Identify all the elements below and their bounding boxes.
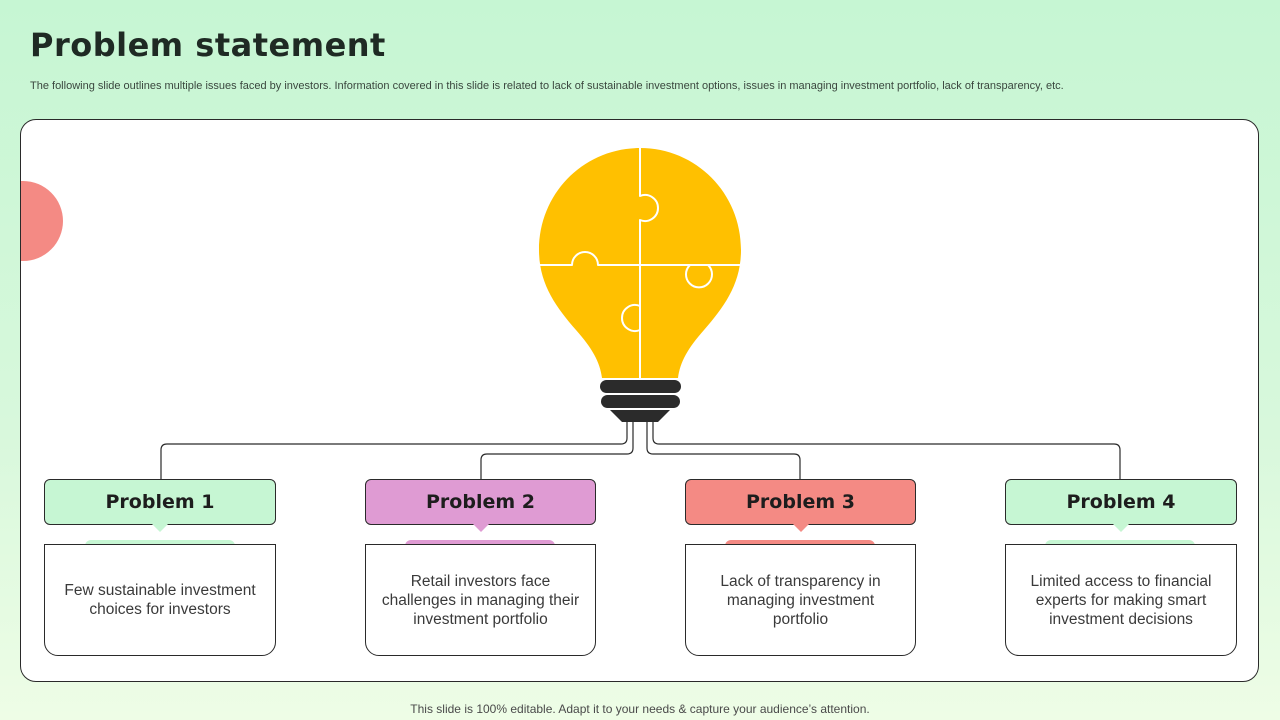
lightbulb-puzzle-icon — [539, 148, 741, 422]
bulb-base-ring-2 — [601, 395, 680, 408]
problem-1-description: Few sustainable investment choices for i… — [44, 544, 276, 656]
slide-title: Problem statement — [30, 26, 386, 64]
problem-3-description: Lack of transparency in managing investm… — [685, 544, 916, 656]
bulb-base-tip — [610, 410, 670, 422]
problem-2-description: Retail investors face challenges in mana… — [365, 544, 596, 656]
card-tab-problem-2 — [405, 540, 555, 546]
card-tab-problem-1 — [85, 540, 235, 546]
connector-problem-1 — [160, 421, 628, 480]
slide-subtitle: The following slide outlines multiple is… — [30, 80, 1064, 92]
problem-4-header: Problem 4 — [1005, 479, 1237, 532]
connector-problem-4 — [652, 421, 1121, 480]
connector-problem-2 — [480, 421, 634, 480]
problem-1-header: Problem 1 — [44, 479, 276, 532]
puzzle-seams — [539, 148, 740, 378]
connector-lines — [160, 421, 1121, 480]
problem-4-description: Limited access to financial experts for … — [1005, 544, 1237, 656]
card-tab-problem-3 — [725, 540, 875, 546]
bulb-base-ring-1 — [600, 380, 681, 393]
problem-2-header: Problem 2 — [365, 479, 596, 532]
slide-footer: This slide is 100% editable. Adapt it to… — [410, 702, 870, 716]
card-tab-problem-4 — [1045, 540, 1195, 546]
problem-3-header: Problem 3 — [685, 479, 916, 532]
connector-problem-3 — [646, 421, 801, 480]
